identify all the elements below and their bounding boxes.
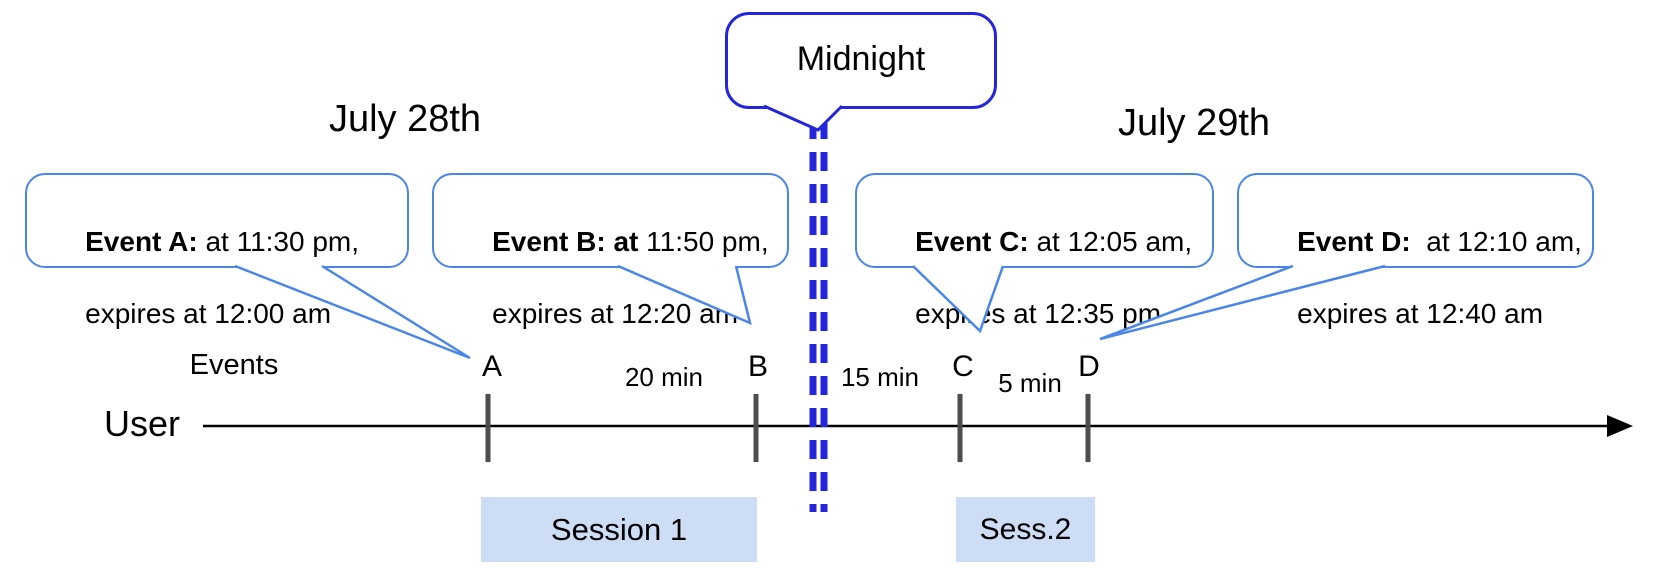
event-d-time: at 12:10 am, <box>1410 226 1582 257</box>
date-heading-july-29: July 29th <box>1117 102 1271 144</box>
event-b-expiry: expires at 12:20 am <box>492 298 739 329</box>
interval-label-15min: 15 min <box>840 362 920 392</box>
event-b-time: 11:50 pm, <box>638 226 769 257</box>
event-b-callout: Event B: at 11:50 pm, expires at 12:20 a… <box>432 173 789 329</box>
event-a-callout: Event A: at 11:30 pm, expires at 12:00 a… <box>25 173 409 329</box>
event-c-title: Event C: <box>915 226 1029 257</box>
session-1-box: Session 1 <box>481 497 757 562</box>
event-a-expiry: expires at 12:00 am <box>85 298 332 329</box>
tick-label-d: D <box>1078 350 1100 383</box>
session-1-label: Session 1 <box>550 512 688 547</box>
event-d-expiry: expires at 12:40 am <box>1297 298 1544 329</box>
interval-label-5min: 5 min <box>998 368 1062 398</box>
timeline-arrowhead-icon <box>1607 415 1633 437</box>
date-heading-july-28: July 28th <box>328 98 482 140</box>
midnight-callout: Midnight <box>725 12 997 109</box>
tick-label-a: A <box>481 350 502 383</box>
midnight-callout-tail <box>763 104 844 132</box>
event-d-title: Event D: <box>1297 226 1411 257</box>
event-c-callout: Event C: at 12:05 am, expires at 12:35 p… <box>855 173 1214 329</box>
midnight-label: Midnight <box>796 40 926 78</box>
tick-label-b: B <box>747 350 768 383</box>
event-d-callout: Event D: at 12:10 am, expires at 12:40 a… <box>1237 173 1594 329</box>
event-b-title: Event B: at <box>492 226 639 257</box>
event-a-title: Event A: <box>85 226 198 257</box>
user-axis-label: User <box>104 403 181 444</box>
event-c-time: at 12:05 am, <box>1028 226 1193 257</box>
session-2-box: Sess.2 <box>956 497 1095 562</box>
event-a-time: at 11:30 pm, <box>197 226 360 257</box>
event-c-expiry: expires at 12:35 pm <box>915 298 1162 329</box>
events-row-label: Events <box>189 349 279 381</box>
session-2-label: Sess.2 <box>979 513 1072 546</box>
interval-label-20min: 20 min <box>624 362 704 392</box>
tick-label-c: C <box>952 350 974 383</box>
